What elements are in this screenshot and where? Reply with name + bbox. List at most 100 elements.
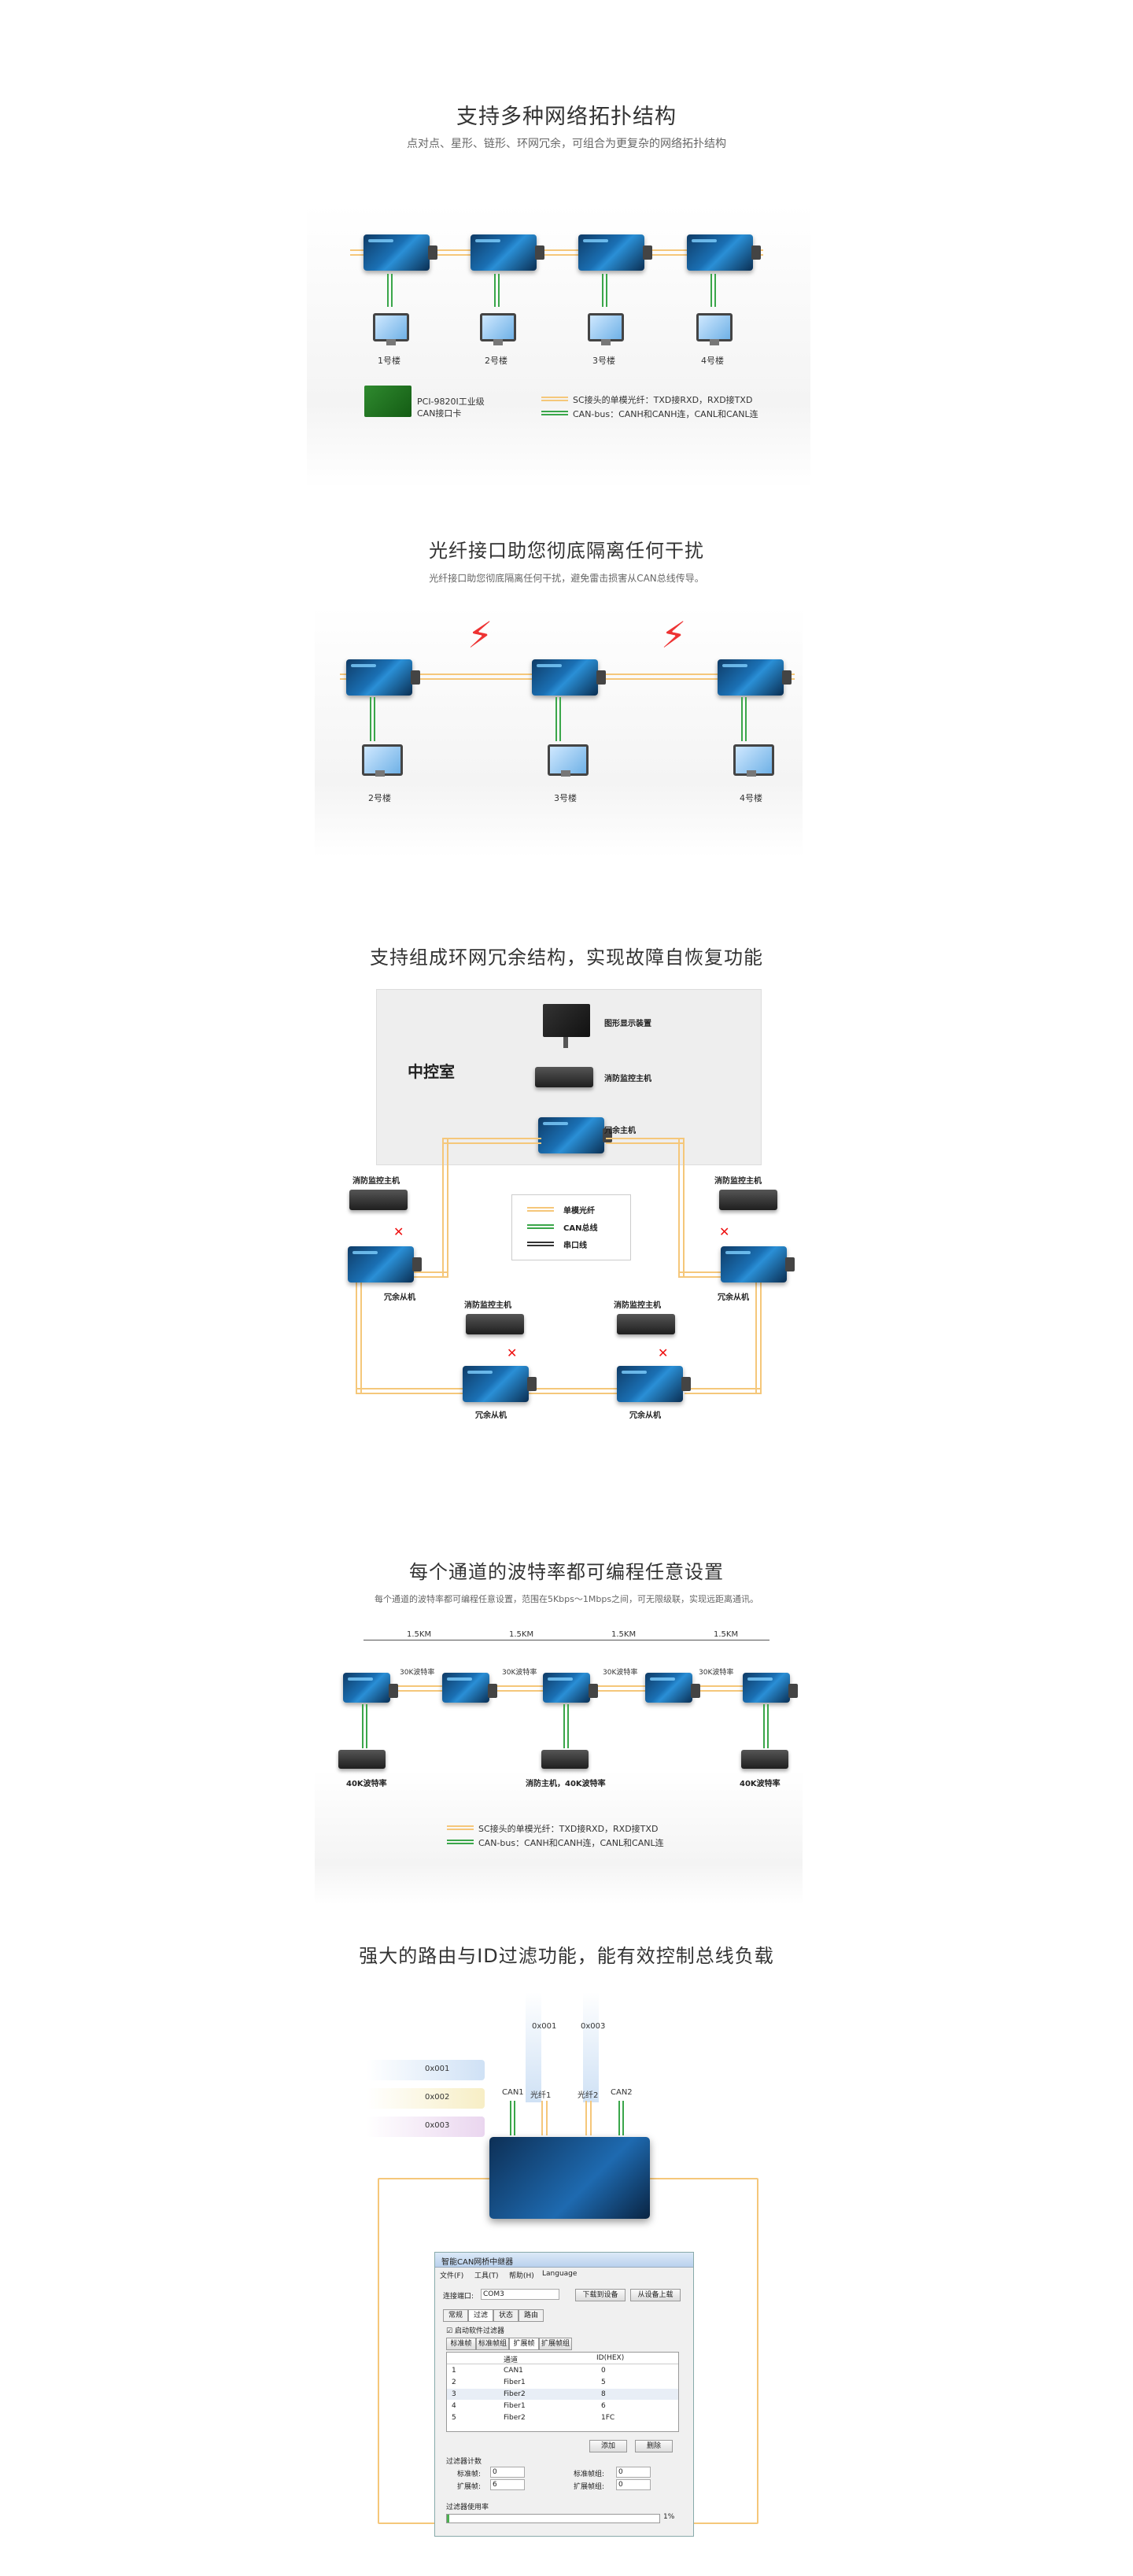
mid-host-label: 消防主机，40K波特率 xyxy=(526,1780,606,1788)
count-label: 过滤器计数 xyxy=(446,2458,482,2466)
output-arrow xyxy=(583,1992,599,2102)
host-label: 消防监控主机 xyxy=(604,1075,651,1083)
tab-filter[interactable]: 过滤 xyxy=(468,2309,493,2322)
delete-button[interactable]: 删除 xyxy=(635,2440,673,2452)
output-id-label: 0x001 xyxy=(532,2022,557,2031)
fiber-line xyxy=(350,249,763,256)
x-mark-icon: ✕ xyxy=(507,1345,518,1360)
id-label: 0x002 xyxy=(425,2093,450,2102)
download-button[interactable]: 下载到设备 xyxy=(575,2289,626,2301)
filter-checkbox[interactable]: ☑ 启动软件过滤器 xyxy=(446,2327,504,2335)
device-can-repeater xyxy=(718,659,792,696)
section-title: 支持组成环网冗余结构，实现故障自恢复功能 xyxy=(370,947,763,969)
device-can-repeater xyxy=(532,659,606,696)
upload-button[interactable]: 从设备上载 xyxy=(630,2289,681,2301)
floor-label: 2号楼 xyxy=(485,356,507,366)
port-label: 光纤1 xyxy=(530,2091,552,2100)
lightning-icon: ⚡ xyxy=(467,614,493,656)
legend-can: CAN总线 xyxy=(563,1224,598,1233)
ext-group-label: 扩展帧组: xyxy=(574,2483,605,2491)
menu-tools[interactable]: 工具(T) xyxy=(474,2272,499,2280)
floor-label: 2号楼 xyxy=(368,793,391,803)
id-label: 0x003 xyxy=(425,2121,450,2130)
row-id: 0 xyxy=(601,2367,606,2375)
subtab-std-group[interactable]: 标准帧组 xyxy=(476,2338,509,2350)
legend-swatch xyxy=(527,1207,554,1212)
host-label: 消防监控主机 xyxy=(352,1177,400,1186)
legend-fiber: 单模光纤 xyxy=(563,1207,595,1216)
row-id: 5 xyxy=(601,2379,606,2386)
port-label: 连接端口: xyxy=(443,2293,474,2301)
rate-label: 40K波特率 xyxy=(740,1780,781,1788)
distance-label: 1.5KM xyxy=(507,1630,537,1639)
window-titlebar: 智能CAN网桥中继器 xyxy=(435,2253,693,2268)
distance-label: 1.5KM xyxy=(404,1630,434,1639)
add-button[interactable]: 添加 xyxy=(589,2440,627,2452)
lightning-icon: ⚡ xyxy=(661,614,687,656)
subtab-ext-group[interactable]: 扩展帧组 xyxy=(539,2338,572,2350)
can-line xyxy=(618,2101,624,2135)
fiber-line xyxy=(678,1271,725,1278)
slave-label: 冗余从机 xyxy=(718,1294,749,1302)
row-id: 8 xyxy=(601,2390,606,2398)
device-can-repeater xyxy=(343,1673,398,1703)
legend-fiber: SC接头的单模光纤：TXD接RXD，RXD接TXD xyxy=(573,395,753,405)
redundant-master-device xyxy=(538,1117,612,1153)
menu-help[interactable]: 帮助(H) xyxy=(509,2272,534,2280)
x-mark-icon: ✕ xyxy=(658,1345,669,1360)
monitor-host-icon xyxy=(535,1067,593,1087)
bg-fade xyxy=(315,606,803,858)
tab-status[interactable]: 状态 xyxy=(493,2309,519,2322)
usage-fill xyxy=(447,2515,449,2522)
rate-label: 30K波特率 xyxy=(603,1669,638,1677)
section-subtitle: 点对点、星形、链形、环网冗余，可组合为更复杂的网络拓扑结构 xyxy=(407,138,726,150)
card-label: PCI-9820I工业级 xyxy=(417,397,485,407)
floor-label: 4号楼 xyxy=(740,793,762,803)
section-topology: 支持多种网络拓扑结构 点对点、星形、链形、环网冗余，可组合为更复杂的网络拓扑结构… xyxy=(0,0,1133,488)
tab-general[interactable]: 常规 xyxy=(443,2309,468,2322)
section-id-filter: 强大的路由与ID过滤功能，能有效控制总线负载 0x001 0x002 0x003… xyxy=(0,1920,1133,2576)
control-room-label: 中控室 xyxy=(408,1062,455,1081)
monitor-icon xyxy=(733,744,774,777)
tab-routing[interactable]: 路由 xyxy=(519,2309,544,2322)
monitor-icon xyxy=(480,313,516,345)
distance-label: 1.5KM xyxy=(711,1630,741,1639)
subtab-ext[interactable]: 扩展帧 xyxy=(509,2338,539,2350)
output-id-label: 0x003 xyxy=(581,2022,606,2031)
usage-label: 过滤器使用率 xyxy=(446,2504,489,2511)
config-window: 智能CAN网桥中继器 文件(F) 工具(T) 帮助(H) Language 连接… xyxy=(434,2252,694,2537)
can-line xyxy=(555,697,561,741)
host-label: 消防监控主机 xyxy=(714,1177,762,1186)
fiber-line xyxy=(678,1138,685,1278)
master-label: 冗余主机 xyxy=(604,1127,636,1135)
fiber-line xyxy=(356,1388,466,1394)
row-channel: Fiber2 xyxy=(504,2390,526,2398)
device-can-repeater xyxy=(442,1673,497,1703)
std-count: 0 xyxy=(490,2467,525,2478)
row-index: 4 xyxy=(452,2402,456,2410)
subtab-std[interactable]: 标准帧 xyxy=(446,2338,476,2350)
can-line xyxy=(370,697,375,741)
can-line xyxy=(387,274,393,307)
usage-progress xyxy=(446,2514,660,2523)
pci-card-icon xyxy=(364,386,411,417)
port-select[interactable]: COM3 xyxy=(481,2289,559,2300)
port-label: CAN1 xyxy=(502,2088,524,2097)
rate-label: 30K波特率 xyxy=(400,1669,435,1677)
output-arrow xyxy=(526,1992,541,2102)
menu-file[interactable]: 文件(F) xyxy=(440,2272,464,2280)
can-line xyxy=(741,697,747,741)
col-id: ID(HEX) xyxy=(596,2354,625,2362)
bg-fade xyxy=(315,1770,803,1904)
redundant-slave-device xyxy=(617,1366,691,1402)
device-can-repeater xyxy=(346,659,420,696)
col-channel: 通道 xyxy=(504,2356,519,2364)
std-label: 标准帧: xyxy=(457,2471,482,2478)
device-can-repeater xyxy=(743,1673,798,1703)
distance-label: 1.5KM xyxy=(609,1630,639,1639)
can-line xyxy=(563,1704,569,1748)
ext-label: 扩展帧: xyxy=(457,2483,482,2491)
monitor-host-icon xyxy=(617,1314,675,1334)
menu-language[interactable]: Language xyxy=(542,2270,578,2278)
usage-value: 1% xyxy=(663,2513,675,2521)
